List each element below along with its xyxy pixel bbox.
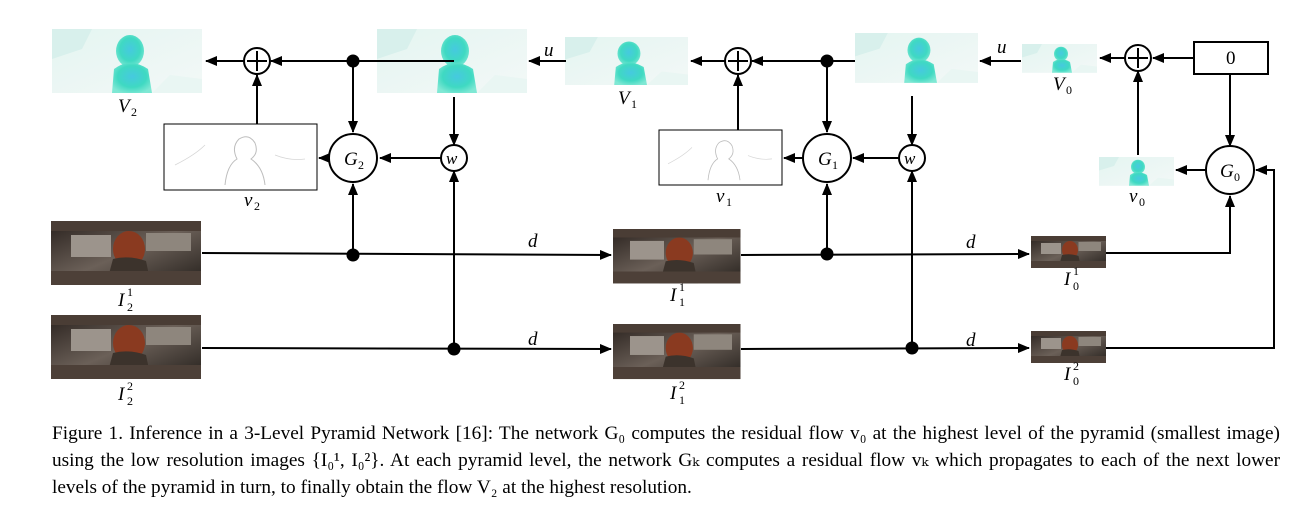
v0-sub: 0 xyxy=(1139,195,1145,209)
V1-label: V xyxy=(618,88,632,109)
I1-1-sub: 1 xyxy=(679,295,685,309)
g0-sub: 0 xyxy=(1234,170,1240,184)
I1-1-sup: 1 xyxy=(679,280,685,294)
V2-sub: 2 xyxy=(131,105,137,119)
I2-2-sub: 2 xyxy=(127,394,133,408)
residual-image-v0 xyxy=(1099,157,1174,186)
residual-image-v1 xyxy=(659,130,781,184)
w-label-2: w xyxy=(904,149,916,168)
zero-init-box: 0 xyxy=(1193,41,1269,75)
I2-1-sub: 2 xyxy=(127,300,133,314)
I2-1-sup: 1 xyxy=(127,285,133,299)
g0-label: G xyxy=(1220,161,1234,182)
I2-2-label: I xyxy=(117,384,126,405)
V0-label: V xyxy=(1053,74,1067,95)
I0-1-sub: 0 xyxy=(1073,279,1079,293)
g1-label: G xyxy=(818,149,832,170)
network-node-G0: G 0 xyxy=(1205,145,1255,195)
photo-I0-1 xyxy=(1031,236,1106,268)
flow-image-V1 xyxy=(565,37,688,85)
v2-sub: 2 xyxy=(254,199,260,213)
residual-image-v2 xyxy=(164,124,316,190)
caption-line-3: propagates to each of the next lower lev… xyxy=(52,450,1280,498)
network-node-G2: G 2 xyxy=(328,133,378,183)
d-label-2: d xyxy=(528,329,538,350)
I1-2-sub: 1 xyxy=(679,393,685,407)
network-node-G1: G 1 xyxy=(802,133,852,183)
sum-node-1 xyxy=(243,47,271,75)
V1-sub: 1 xyxy=(631,97,637,111)
photo-I2-2 xyxy=(51,315,201,379)
flow-image-V0 xyxy=(1022,44,1097,73)
v0-label: v xyxy=(1129,186,1138,207)
I1-2-label: I xyxy=(669,383,678,404)
photo-I2-1 xyxy=(51,221,201,285)
I2-1-label: I xyxy=(117,290,126,311)
w-label-1: w xyxy=(446,149,458,168)
d-label-3: d xyxy=(966,232,976,253)
I0-2-label: I xyxy=(1063,364,1072,385)
I0-2-sup: 2 xyxy=(1073,359,1079,373)
I1-2-sup: 2 xyxy=(679,378,685,392)
u-label-1: u xyxy=(544,40,554,61)
u-label-2: u xyxy=(997,37,1007,58)
warp-node-2: w xyxy=(898,144,926,172)
v1-label: v xyxy=(716,186,725,207)
g2-sub: 2 xyxy=(358,158,364,172)
I0-2-sub: 0 xyxy=(1073,374,1079,388)
V0-sub: 0 xyxy=(1066,83,1072,97)
I0-1-label: I xyxy=(1063,269,1072,290)
d-label-4: d xyxy=(966,330,976,351)
v2-label: v xyxy=(244,190,253,211)
photo-I1-1 xyxy=(613,229,741,284)
zero-label: 0 xyxy=(1226,48,1236,69)
d-label-1: d xyxy=(528,231,538,252)
sum-node-2 xyxy=(724,47,752,75)
g2-label: G xyxy=(344,149,358,170)
I0-1-sup: 1 xyxy=(1073,264,1079,278)
sum-node-3 xyxy=(1124,44,1152,72)
pyramid-network-diagram: G 2 G 1 G 0 w w 0 u u V 2 V 1 V 0 v 2 xyxy=(51,29,1275,408)
flow-image-V2 xyxy=(52,29,202,93)
V2-label: V xyxy=(118,96,132,117)
flow-image-V0-upsampled xyxy=(855,33,978,83)
g1-sub: 1 xyxy=(832,158,838,172)
photo-I1-2 xyxy=(613,324,741,380)
v1-sub: 1 xyxy=(726,195,732,209)
photo-I0-2 xyxy=(1031,331,1106,363)
caption-line-1: Figure 1. Inference in a 3-Level Pyramid… xyxy=(52,423,1145,444)
I1-1-label: I xyxy=(669,285,678,306)
figure-caption: Figure 1. Inference in a 3-Level Pyramid… xyxy=(52,420,1280,501)
caption-line-2: (smallest image) using the low resolutio… xyxy=(52,423,1280,471)
warp-node-1: w xyxy=(440,144,468,172)
I2-2-sup: 2 xyxy=(127,379,133,393)
